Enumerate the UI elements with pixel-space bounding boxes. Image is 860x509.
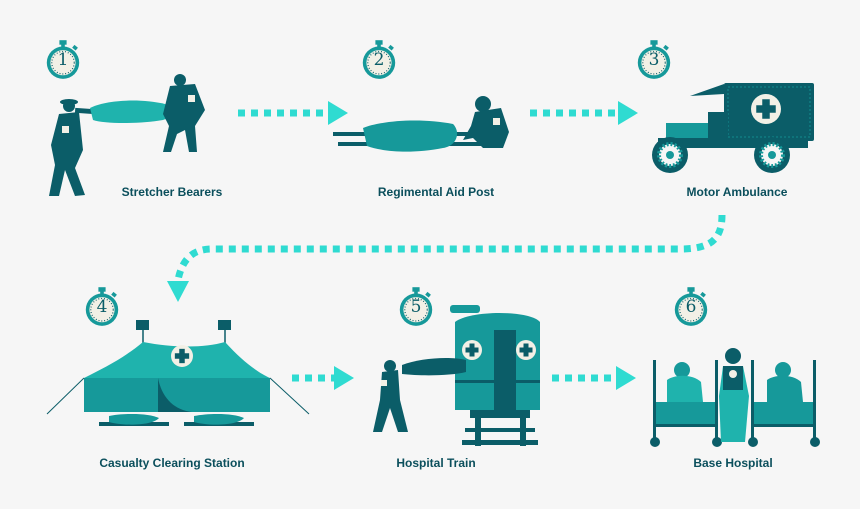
motor-ambulance-illustration [652,83,814,173]
step-number: 3 [648,50,660,70]
aid-post-illustration [333,96,509,152]
step-label: Casualty Clearing Station [99,456,245,470]
step-number: 5 [410,297,422,317]
step-label: Base Hospital [693,456,773,470]
tent-illustration [46,320,310,426]
step-label: Regimental Aid Post [377,185,495,199]
arrow-right-icon [328,101,348,125]
arrow-right-icon [334,366,354,390]
stretcher-bearers-illustration [49,74,205,196]
base-hospital-illustration [650,348,820,447]
step-number: 2 [373,50,385,70]
arrow-right-icon [618,101,638,125]
step-label: Hospital Train [396,456,476,470]
step-number: 6 [685,297,697,317]
step-label: Stretcher Bearers [121,185,223,199]
step-number: 4 [96,297,108,317]
step-label: Motor Ambulance [686,185,788,199]
arrow-down-icon [167,281,189,302]
arrow-right-icon [616,366,636,390]
hospital-train-illustration [373,305,540,446]
step-number: 1 [57,50,69,70]
